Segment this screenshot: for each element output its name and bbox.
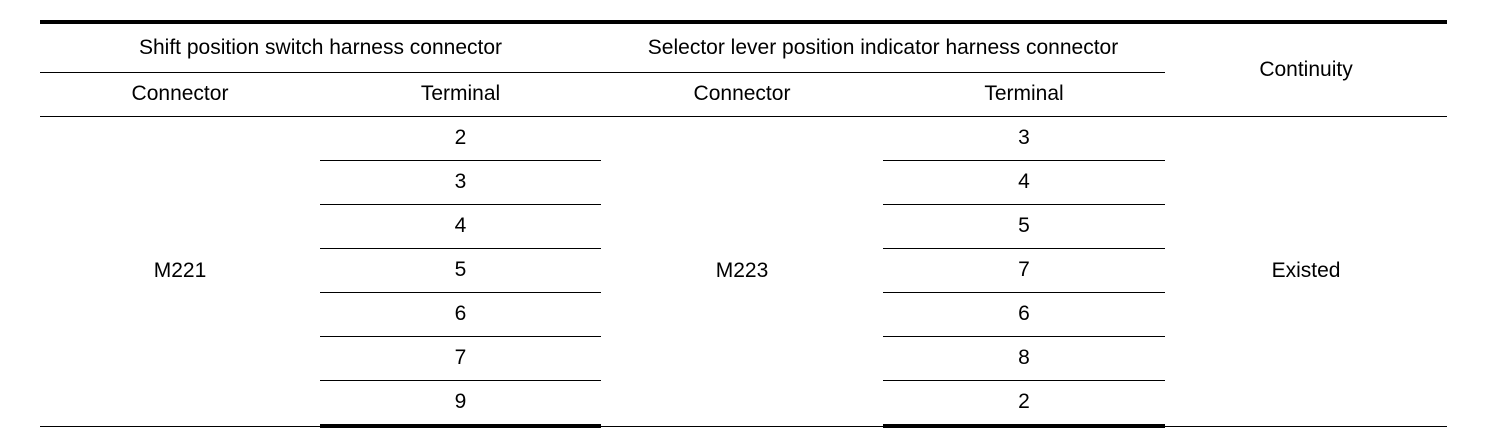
cell-terminal-left: 7 [320,336,601,381]
cell-terminal-left: 4 [320,204,601,249]
group-header-selector-lever-indicator: Selector lever position indicator harnes… [601,20,1166,73]
cell-terminal-right: 2 [883,380,1166,428]
table-row: M221 2 M223 3 Existed [40,116,1448,427]
cell-continuity-value: Existed [1165,116,1448,427]
column-header-continuity: Continuity [1165,20,1448,117]
table-row: 4 5 [40,204,1447,249]
cell-terminal-left: 3 [320,160,601,205]
cell-terminal-right: 4 [883,160,1166,205]
table-body: M221 2 M223 3 Existed 3 4 4 5 5 7 6 6 [40,116,1448,428]
table-row: 6 6 [40,292,1447,337]
cell-terminal-left: 5 [320,248,601,293]
cell-terminal-right: 5 [883,204,1166,249]
group-header-shift-position-switch: Shift position switch harness connector [40,20,601,73]
cell-terminal-left: 6 [320,292,601,337]
header-row-columns: Connector Terminal Connector Terminal [40,72,1447,117]
cell-terminal-right: 7 [883,248,1166,293]
column-header-terminal-right: Terminal [883,72,1166,117]
column-header-connector-left: Connector [40,72,320,117]
column-header-terminal-left: Terminal [320,72,601,117]
cell-terminal-right: 6 [883,292,1166,337]
table-row: 5 7 [40,248,1447,293]
table-header: Shift position switch harness connector … [40,20,1448,117]
table-row: 7 8 [40,336,1447,381]
cell-terminal-left: 2 [320,116,601,161]
continuity-check-table: Shift position switch harness connector … [40,20,1448,428]
header-row-groups: Shift position switch harness connector … [40,20,1448,117]
table-row: 3 4 [40,160,1447,205]
table-row: 9 2 [40,380,1447,428]
cell-connector-left: M221 [40,116,320,427]
column-header-connector-right: Connector [601,72,883,117]
cell-connector-right: M223 [601,116,883,427]
cell-terminal-right: 3 [883,116,1166,161]
cell-terminal-left: 9 [320,380,601,428]
cell-terminal-right: 8 [883,336,1166,381]
